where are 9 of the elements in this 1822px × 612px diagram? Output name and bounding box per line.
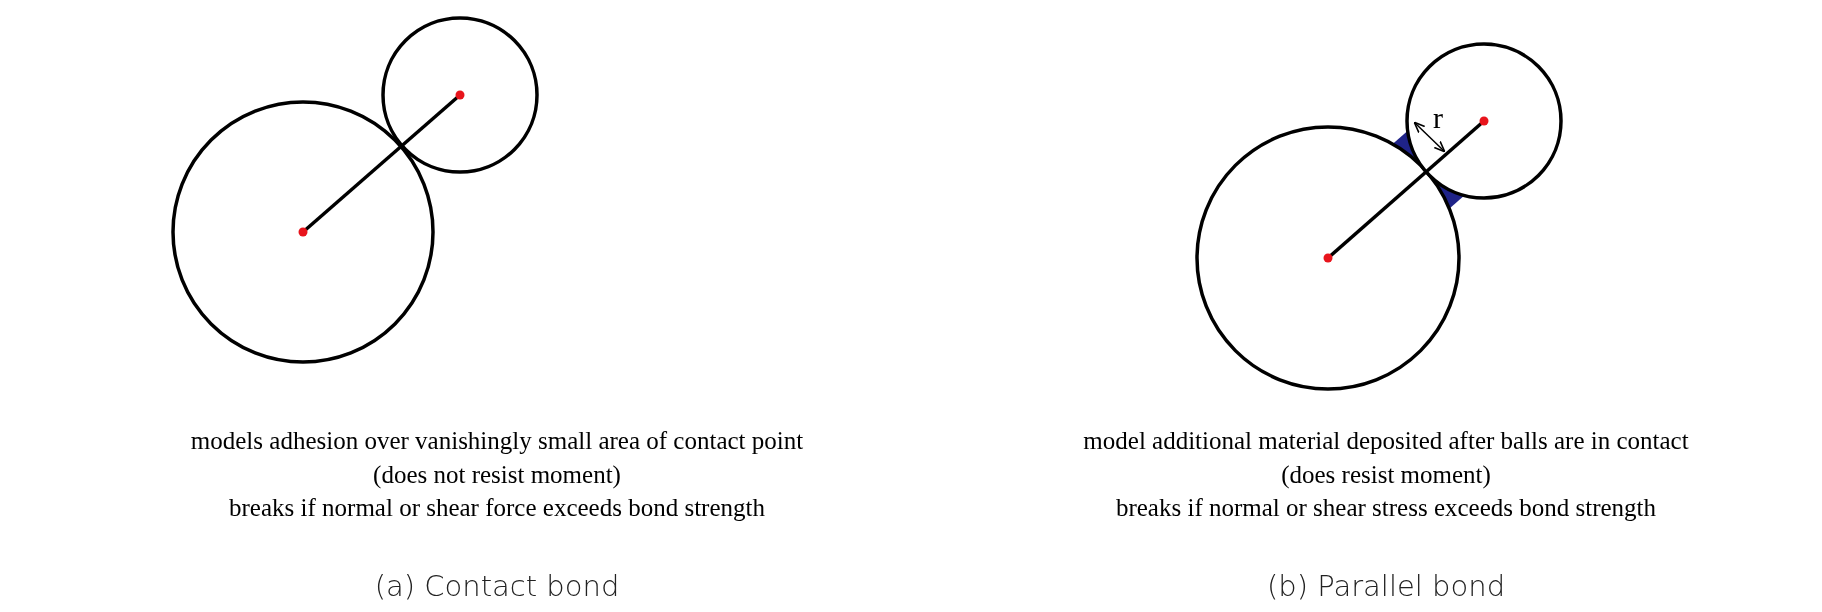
caption-text: (a) Contact bond [374,568,620,603]
caption-text: (b) Parallel bond [1266,568,1506,603]
description-text: model additional material deposited after balls are in contact [1083,427,1689,454]
description-text: (does not resist moment) [373,461,621,488]
radius-label: r [1433,101,1443,134]
description-text: (does resist moment) [1281,461,1491,488]
description-text: breaks if normal or shear stress exceeds bond strength [1115,494,1657,521]
description-text: models adhesion over vanishingly small area of contact point [190,427,804,454]
description-text: breaks if normal or shear force exceeds bond strength [229,494,765,521]
